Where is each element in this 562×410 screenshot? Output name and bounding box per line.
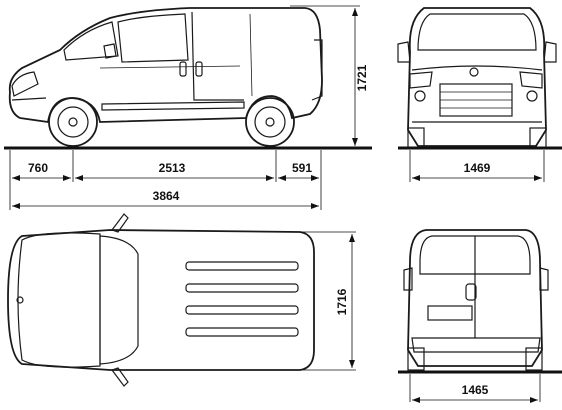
height-label-top: 1716 xyxy=(335,288,349,315)
front-track-dimension: 1469 xyxy=(409,150,545,182)
front-track-label: 1469 xyxy=(464,161,491,175)
height-label-side: 1721 xyxy=(355,64,369,91)
top-view xyxy=(7,213,315,387)
rear-view xyxy=(403,229,549,371)
height-dimension-side: 1721 xyxy=(290,5,369,146)
front-wheel-side xyxy=(48,97,98,147)
height-dimension-top: 1716 xyxy=(300,231,356,371)
rear-wheel-side xyxy=(245,97,295,147)
front-view xyxy=(397,7,557,149)
wheelbase-label: 2513 xyxy=(159,161,186,175)
rear-track-label: 1465 xyxy=(462,383,489,397)
side-view xyxy=(8,7,323,147)
rear-track-dimension: 1465 xyxy=(409,374,541,403)
length-dimensions: 760 2513 591 3864 xyxy=(9,150,322,210)
rear-overhang-label: 591 xyxy=(292,161,312,175)
front-overhang-label: 760 xyxy=(28,161,48,175)
overall-length-label: 3864 xyxy=(153,189,180,203)
